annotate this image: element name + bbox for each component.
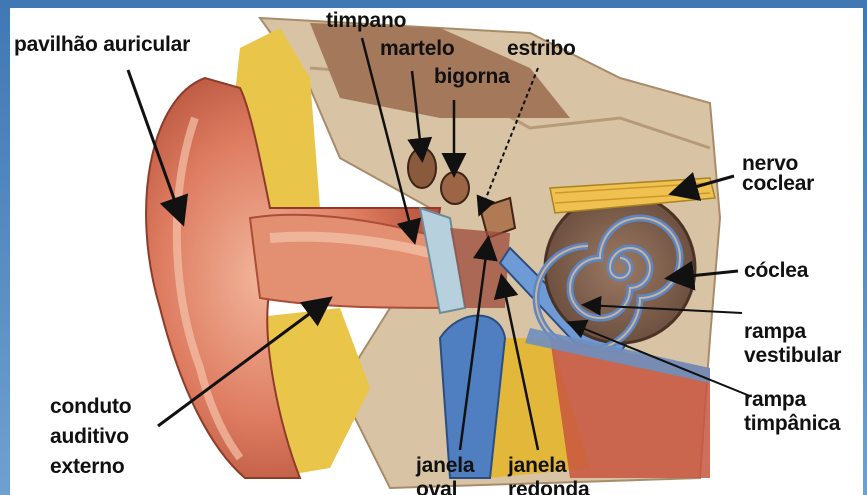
label-timpano: timpano [326,10,406,32]
label-conduto-auditivo-externo: conduto auditivo externo [50,392,131,482]
label-coclea: cóclea [744,260,808,282]
label-nervo-coclear: nervo coclear [742,154,814,194]
incus-shape [441,172,469,204]
label-estribo: estribo [507,38,576,60]
label-rampa-vestibular: rampa vestibular [744,320,841,368]
label-bigorna: bigorna [434,66,510,88]
label-rampa-timpanica: rampa timpânica [744,388,840,436]
label-janela-oval: janela oval [416,454,474,495]
label-martelo: martelo [380,38,454,60]
diagram-panel: pavilhão auricular timpano martelo estri… [10,8,863,495]
label-janela-redonda: janela redonda [508,454,589,495]
label-pavilhao-auricular: pavilhão auricular [14,34,190,56]
cochlea-shape [545,193,695,343]
